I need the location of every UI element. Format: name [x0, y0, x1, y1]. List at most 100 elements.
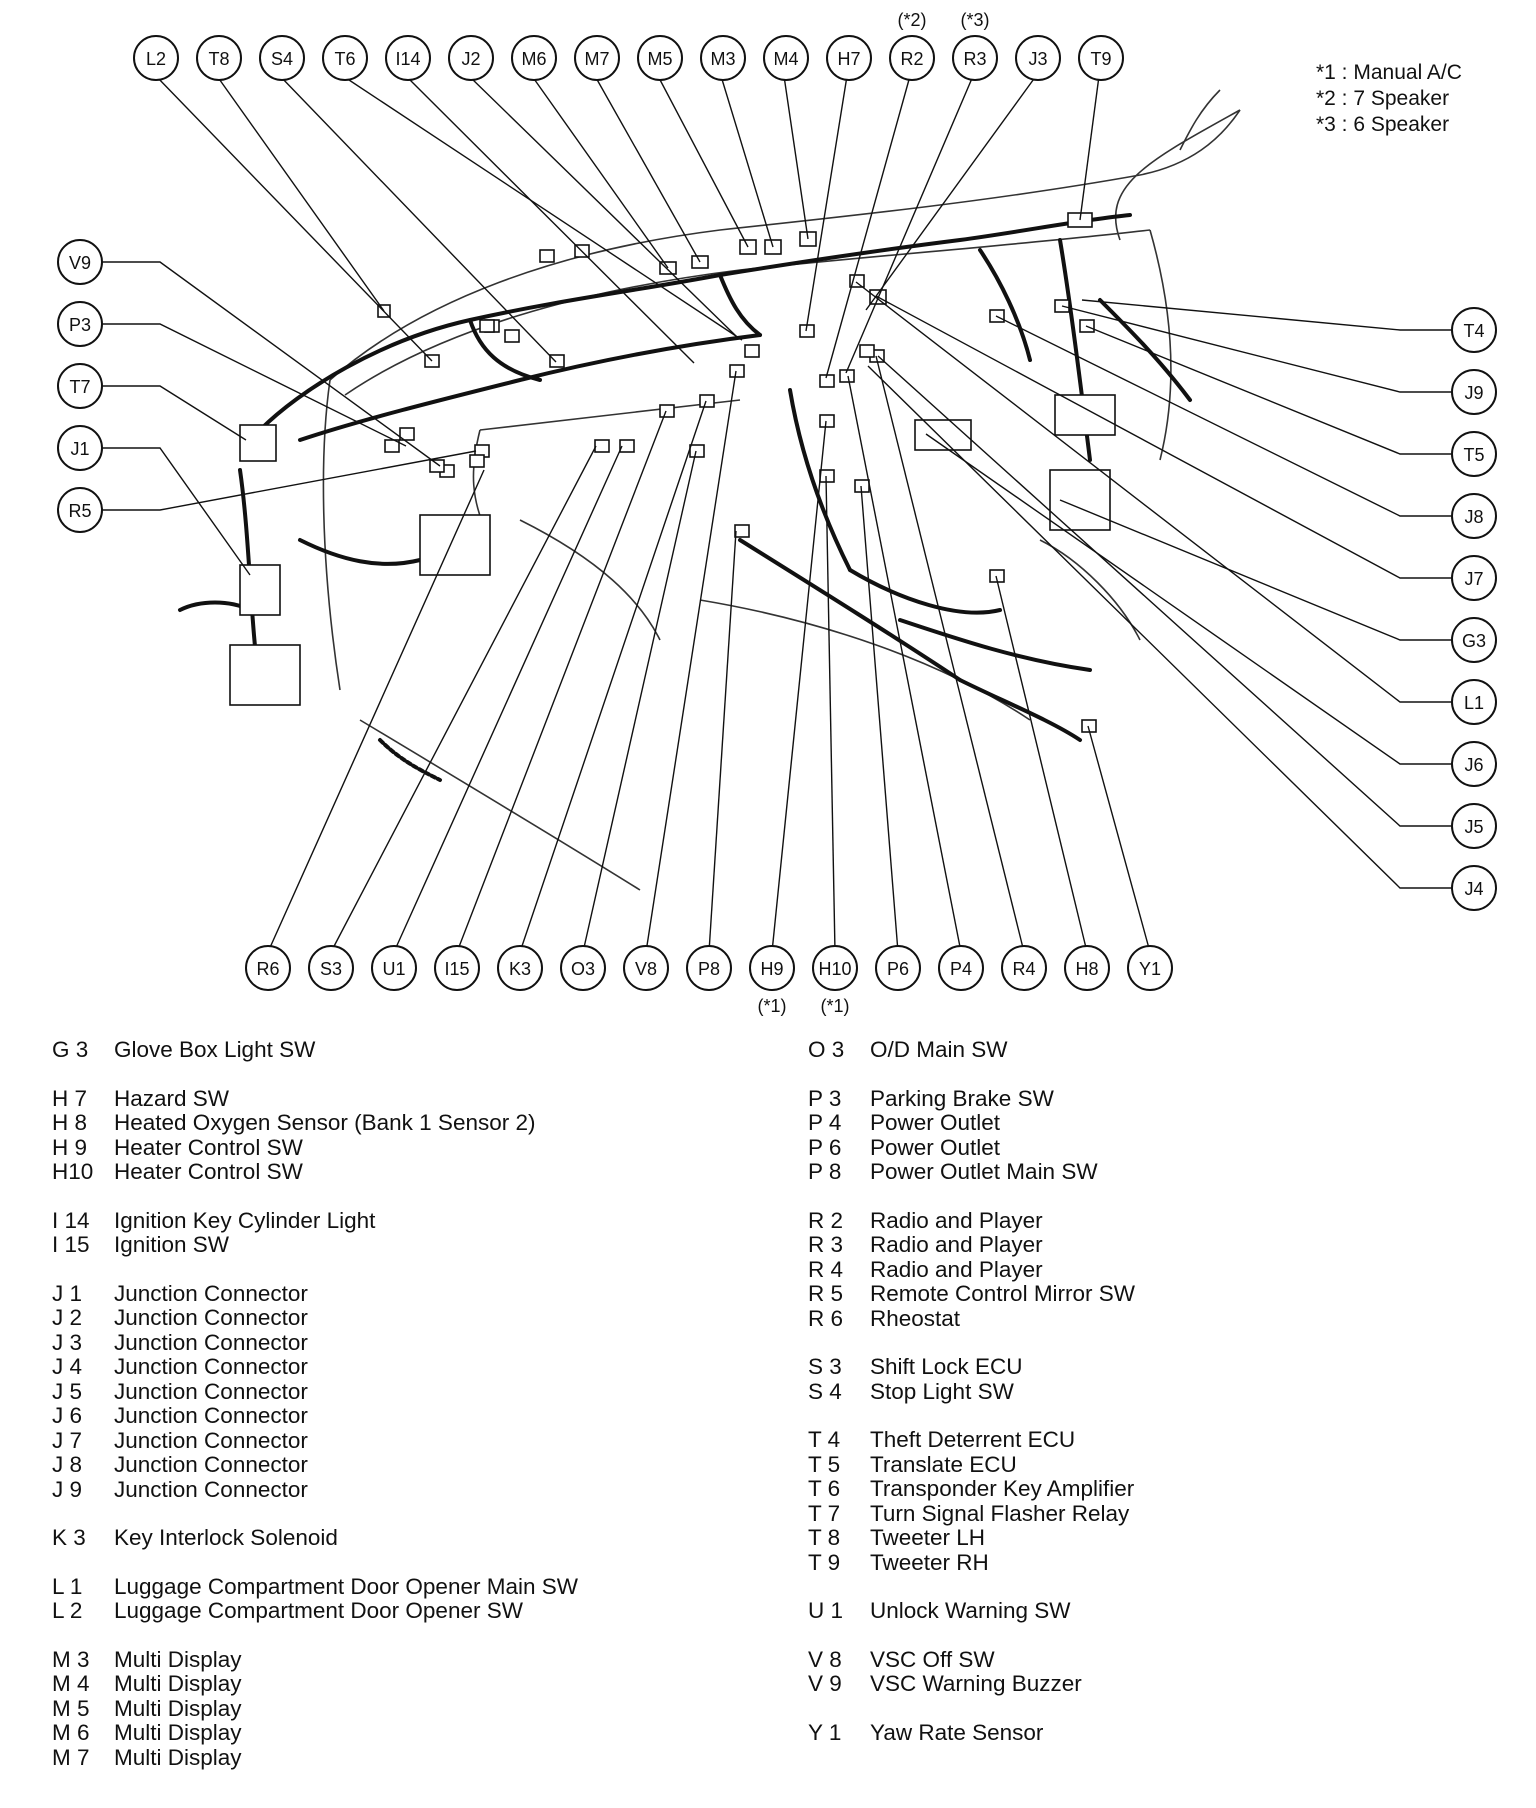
footnote-mark: (*1): [820, 996, 849, 1016]
callout-text: G3: [1462, 631, 1486, 651]
note-2: *2 : 7 Speaker: [1316, 87, 1450, 110]
callout-text: H10: [818, 959, 851, 979]
legend-gap: [52, 1063, 578, 1087]
callout-text: P8: [698, 959, 720, 979]
legend-description: Junction Connector: [114, 1280, 308, 1306]
legend-description: Junction Connector: [114, 1476, 308, 1502]
legend-description: Junction Connector: [114, 1378, 308, 1404]
callout-text: J4: [1464, 879, 1483, 899]
legend-description: Power Outlet: [870, 1134, 1001, 1160]
callout-text: M7: [584, 49, 609, 69]
callout-text: V9: [69, 253, 91, 273]
legend-code: J 5: [52, 1378, 83, 1404]
legend-description: Luggage Compartment Door Opener Main SW: [114, 1573, 578, 1599]
callout-text: H8: [1075, 959, 1098, 979]
callout-j6: J6: [1451, 741, 1497, 787]
callout-j7: J7: [1451, 555, 1497, 601]
footnote-mark: (*3): [960, 10, 989, 30]
callout-r2: R2: [889, 35, 935, 81]
callout-text: S3: [320, 959, 342, 979]
callout-text: T6: [334, 49, 355, 69]
legend-description: Luggage Compartment Door Opener SW: [114, 1598, 523, 1623]
legend-code: P 3: [808, 1085, 842, 1111]
legend-description: VSC Warning Buzzer: [870, 1671, 1082, 1696]
legend-item: R 5 Remote Control Mirror SW: [808, 1281, 1136, 1307]
callout-text: R4: [1012, 959, 1035, 979]
legend-code: T 5: [808, 1451, 841, 1477]
legend-description: Tweeter RH: [870, 1549, 989, 1575]
legend-code: R 5: [808, 1281, 844, 1306]
callout-text: P3: [69, 315, 91, 335]
callout-text: H7: [837, 49, 860, 69]
legend-gap: [52, 1185, 578, 1209]
legend-description: Parking Brake SW: [870, 1085, 1054, 1111]
callout-text: J5: [1464, 817, 1483, 837]
legend-description: Radio and Player: [870, 1207, 1043, 1233]
callout-text: M6: [521, 49, 546, 69]
callout-text: J9: [1464, 383, 1483, 403]
legend-description: Turn Signal Flasher Relay: [870, 1500, 1130, 1526]
legend-gap: [808, 1624, 1135, 1648]
legend-code: T 6: [808, 1476, 841, 1501]
callout-text: R3: [963, 49, 986, 69]
footnote-mark: (*2): [897, 10, 926, 30]
note-3: *3 : 6 Speaker: [1316, 113, 1450, 136]
callout-text: V8: [635, 959, 657, 979]
callout-j9: J9: [1451, 369, 1497, 415]
callout-v8: V8: [623, 945, 669, 991]
callout-text: O3: [571, 959, 595, 979]
callout-h8: H8: [1064, 945, 1110, 991]
legend-code: M 4: [52, 1671, 90, 1696]
callout-text: T7: [69, 377, 90, 397]
legend-description: Remote Control Mirror SW: [870, 1281, 1136, 1306]
legend-description: Multi Display: [114, 1720, 242, 1745]
callout-text: K3: [509, 959, 531, 979]
callout-j2: J2: [448, 35, 494, 81]
legend-code: K 3: [52, 1525, 86, 1550]
legend-code: J 4: [52, 1354, 83, 1379]
legend-code: O 3: [808, 1037, 845, 1062]
legend-description: Multi Display: [114, 1671, 242, 1696]
legend-description: Multi Display: [114, 1744, 242, 1770]
legend-code: G 3: [52, 1037, 89, 1062]
legend-code: T 4: [808, 1427, 841, 1452]
callout-p3: P3: [57, 301, 103, 347]
legend-description: Stop Light SW: [870, 1378, 1014, 1404]
callout-text: T5: [1463, 445, 1484, 465]
legend-gap: [52, 1624, 578, 1648]
legend-code: P 8: [808, 1159, 842, 1184]
callout-j5: J5: [1451, 803, 1497, 849]
callout-text: I14: [395, 49, 420, 69]
legend-code: T 7: [808, 1500, 841, 1526]
callout-j8: J8: [1451, 493, 1497, 539]
legend-description: Tweeter LH: [870, 1525, 986, 1550]
callout-k3: K3: [497, 945, 543, 991]
legend-item: M 4 Multi Display: [52, 1671, 578, 1697]
legend-description: Power Outlet Main SW: [870, 1159, 1098, 1184]
legend-code: V 9: [808, 1671, 842, 1696]
callout-m6: M6: [511, 35, 557, 81]
legend-description: Glove Box Light SW: [114, 1037, 316, 1062]
legend-description: Junction Connector: [114, 1403, 308, 1428]
legend-code: H 8: [52, 1110, 88, 1135]
legend-description: Heater Control SW: [114, 1134, 303, 1160]
callout-text: T9: [1090, 49, 1111, 69]
note-1: *1 : Manual A/C: [1316, 61, 1462, 84]
callout-text: J2: [461, 49, 480, 69]
